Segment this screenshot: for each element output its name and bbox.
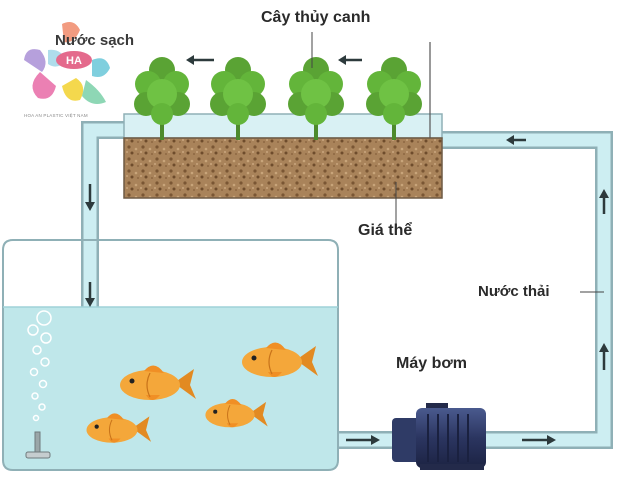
fish-icon (205, 398, 268, 428)
plant-icon (210, 57, 266, 140)
label-pump: Máy bơm (396, 355, 467, 372)
fish-icon (86, 413, 152, 443)
arrow-icon (599, 189, 609, 214)
bubble-icon (31, 392, 39, 400)
arrow-icon (338, 55, 362, 65)
arrow-icon (506, 135, 526, 145)
arrow-icon (599, 343, 609, 370)
pump-icon (392, 403, 486, 470)
logo-initials: HA (66, 55, 82, 67)
label-wastewater: Nước thải (478, 283, 550, 300)
arrow-icon (522, 435, 556, 445)
arrow-icon (85, 184, 95, 211)
bubble-icon (38, 379, 48, 389)
flow-arrows (85, 55, 609, 445)
plant-icon (366, 57, 422, 140)
bubble-icon (29, 367, 39, 377)
bubble-icon (40, 357, 50, 367)
logo-brand-text: Nước sạch (55, 32, 135, 49)
arrow-icon (186, 55, 214, 65)
label-growing-media: Giá thể (358, 222, 413, 239)
bubble-icon (27, 324, 39, 336)
bubble-icon (36, 310, 52, 326)
bubble-icon (40, 332, 52, 344)
leader-lines (311, 32, 604, 293)
aerator (25, 310, 52, 459)
bubble-icon (38, 403, 46, 411)
plant-icon (134, 57, 190, 140)
fish-icon (120, 365, 196, 400)
label-plants: Cây thủy canh (261, 9, 371, 26)
fish-icon (242, 342, 318, 377)
bubble-icon (32, 345, 42, 355)
logo-tagline: HOA AN PLASTIC VIỆT NAM (24, 113, 88, 118)
logo-mark (24, 22, 110, 104)
bubble-icon (32, 414, 40, 422)
plant-icon (288, 57, 344, 140)
arrow-icon (85, 282, 95, 307)
arrow-icon (346, 435, 380, 445)
drain-pipe (81, 121, 124, 310)
brand-logo: Nước sạch HA HOA AN PLASTIC VIỆT NAM (22, 20, 144, 120)
